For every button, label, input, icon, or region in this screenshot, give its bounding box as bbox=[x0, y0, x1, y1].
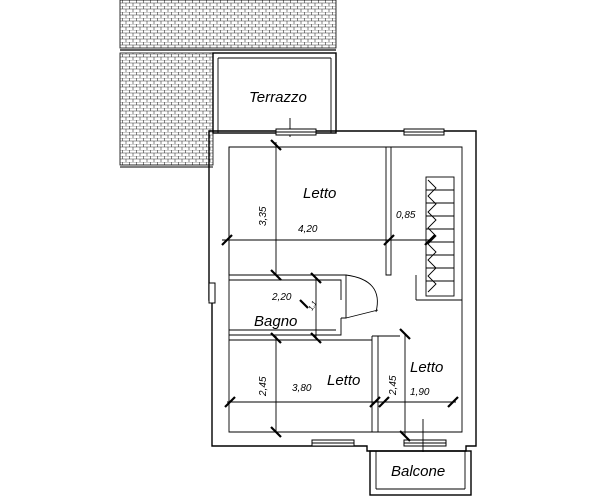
stair-outline bbox=[425, 176, 455, 297]
door-leaf bbox=[345, 309, 379, 319]
stair-steps bbox=[426, 189, 454, 282]
tick-16 bbox=[299, 299, 309, 309]
room-label-bedroom-bottom-right: Letto bbox=[410, 359, 443, 376]
tick-10 bbox=[224, 396, 236, 408]
balcony bbox=[369, 419, 472, 496]
outer-wall bbox=[208, 130, 477, 452]
top-bedroom-walls bbox=[228, 147, 347, 290]
partitions bbox=[228, 147, 462, 432]
room-label-balcony: Balcone bbox=[391, 463, 445, 480]
outer-walls bbox=[208, 130, 477, 452]
terrace-outline bbox=[212, 52, 337, 134]
dim-label-bl-bed-height: 2,45 bbox=[258, 376, 269, 397]
bedroom-divider bbox=[371, 335, 400, 432]
dim-label-br-bed-height: 2,45 bbox=[388, 375, 399, 396]
dim-label-top-bed-height: 3,35 bbox=[258, 206, 269, 226]
room-label-terrace: Terrazzo bbox=[249, 89, 307, 106]
bath-walls bbox=[229, 279, 342, 336]
roof-left-block bbox=[119, 52, 214, 166]
room-label-bedroom-bottom-left: Letto bbox=[327, 372, 360, 389]
room-label-bedroom-top: Letto bbox=[303, 185, 336, 202]
dimension-lines bbox=[221, 139, 459, 442]
balcony-outline bbox=[369, 450, 472, 496]
terrace bbox=[212, 52, 337, 137]
stair-zigzag bbox=[427, 179, 437, 293]
room-label-bathroom: Bagno bbox=[254, 313, 297, 330]
tick-15 bbox=[399, 430, 411, 442]
tick-1 bbox=[270, 139, 282, 151]
dim-label-bath-width: 2,20 bbox=[271, 292, 292, 303]
tick-6 bbox=[310, 272, 322, 284]
dim-label-bath-small: 1,1 bbox=[308, 300, 319, 312]
roof-tiles bbox=[119, 0, 337, 168]
tick-13 bbox=[447, 396, 459, 408]
window-bath-left bbox=[208, 282, 216, 304]
tick-2 bbox=[270, 269, 282, 281]
bath-right-wall bbox=[341, 290, 347, 319]
staircase bbox=[425, 176, 455, 297]
dim-label-top-bed-width: 4,20 bbox=[298, 224, 318, 235]
stair-corridor bbox=[415, 275, 462, 301]
top-bedroom-right-wall bbox=[385, 147, 392, 276]
tick-9 bbox=[270, 426, 282, 438]
tick-3 bbox=[221, 234, 233, 246]
tick-5 bbox=[424, 234, 436, 246]
windows bbox=[208, 128, 447, 447]
tick-12 bbox=[378, 396, 390, 408]
tick-4 bbox=[383, 234, 395, 246]
door-swing bbox=[345, 274, 378, 313]
tick-11 bbox=[369, 396, 381, 408]
roof-top-band bbox=[119, 0, 337, 49]
dim-label-bl-bed-width: 3,80 bbox=[292, 383, 312, 394]
tick-7 bbox=[310, 332, 322, 344]
tick-8 bbox=[270, 332, 282, 344]
tick-14 bbox=[399, 328, 411, 340]
inner-wall-outline bbox=[228, 146, 463, 433]
dim-label-br-bed-width: 1,90 bbox=[410, 387, 430, 398]
dim-label-stair-gap: 0,85 bbox=[396, 210, 416, 221]
